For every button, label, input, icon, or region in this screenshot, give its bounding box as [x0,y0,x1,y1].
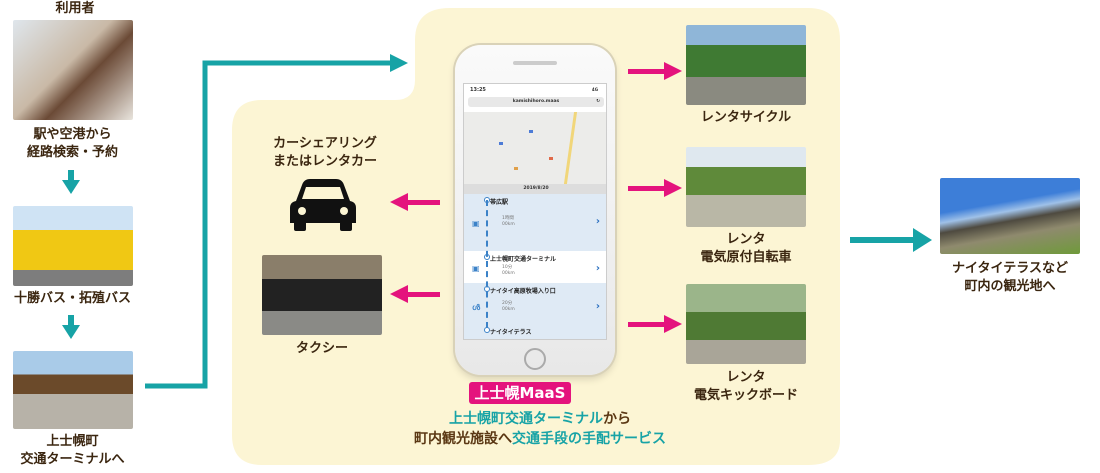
reload-icon[interactable]: ↻ [596,99,600,104]
flow-line [145,60,392,389]
rentacycle-photo [686,25,806,105]
arrow-to-rentacycle [664,62,682,80]
maas-badge: 上士幌MaaS [469,382,571,404]
maas-description: 上士幌町交通ターミナルから 町内観光施設へ交通手段の手配サービス [414,411,666,447]
url-bar[interactable]: kamishihoro.maas ↻ [468,97,604,107]
url-text: kamishihoro.maas [512,99,560,104]
bicycle-icon: ൾ [472,303,481,312]
arrow-to-carshare [390,193,408,211]
user-caption: 駅や空港から経路検索・予約 [26,127,118,160]
kickboard-caption: レンタ電気キックボード [693,370,798,403]
home-button[interactable] [524,348,546,370]
status-time: 13:25 [470,87,486,93]
terminal-caption: 上士幌町交通ターミナルへ [20,434,125,467]
arrow-down-1 [62,180,80,194]
status-signal: 4G [591,87,598,92]
rentacycle-caption: レンタサイクル [700,110,792,125]
arrow-to-app [390,54,408,72]
route-date: 2019/8/20 [464,184,606,194]
chevron-right-icon: › [595,263,600,274]
arrow-to-moped [664,179,682,197]
arrow-down-2 [62,325,80,339]
user-photo [13,20,133,120]
bus-icon: ▣ [472,219,480,228]
bus-icon: ▣ [472,264,480,273]
taxi-caption: タクシー [295,341,348,356]
destination-caption: ナイタイテラスなど町内の観光地へ [952,261,1068,294]
taxi-photo [262,255,382,335]
smartphone: 13:25 4G kamishihoro.maas↻ 2019/8/20 帯広駅… [455,45,615,375]
arrow-to-destination [913,228,932,252]
carshare-caption: カーシェアリングまたはレンタカー [272,136,377,169]
app-screen: 13:25 4G kamishihoro.maas↻ 2019/8/20 帯広駅… [463,83,607,340]
chevron-right-icon: › [595,301,600,312]
kickboard-photo [686,284,806,364]
arrow-to-kickboard [664,315,682,333]
terminal-photo [13,351,133,429]
chevron-right-icon: › [595,216,600,227]
user-title: 利用者 [55,1,95,16]
arrow-to-taxi [390,285,408,303]
moped-caption: レンタ電気原付自転車 [700,232,792,265]
car-icon [290,179,356,231]
destination-photo [940,178,1080,254]
moped-photo [686,147,806,227]
bus-photo [13,206,133,286]
bus-caption: 十勝バス・拓殖バス [13,291,131,306]
map-view[interactable] [464,112,606,184]
